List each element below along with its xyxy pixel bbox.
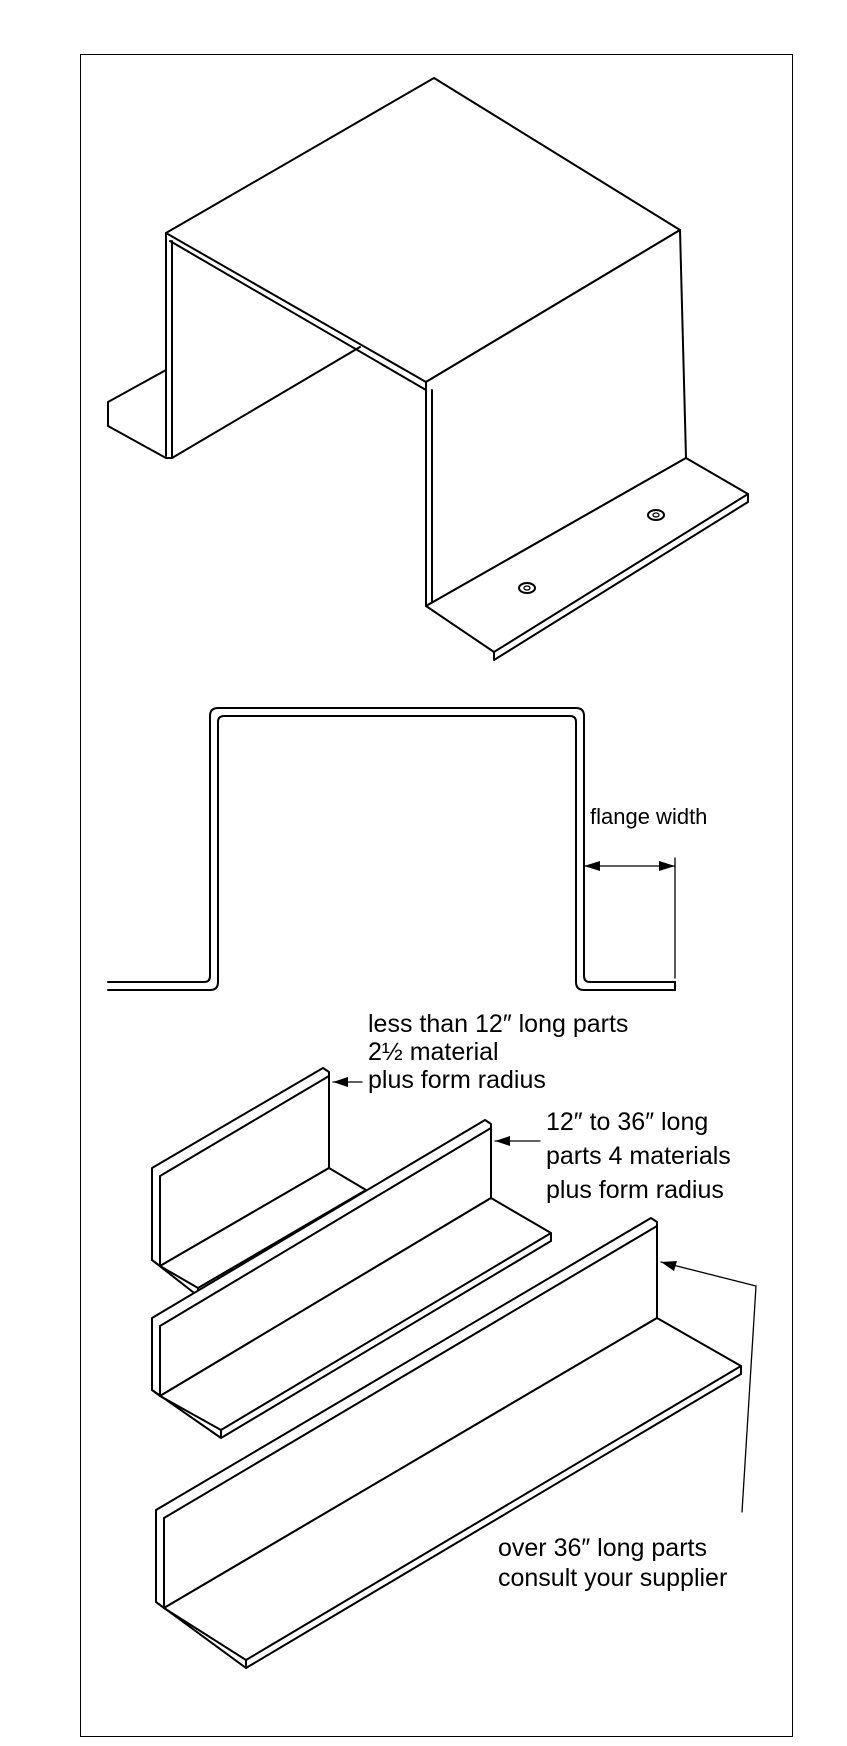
mid-parts-note-line3: plus form radius bbox=[546, 1176, 724, 1204]
isometric-hat-channel bbox=[107, 77, 749, 661]
long-angle-inner-corner bbox=[163, 1225, 658, 1609]
short-angle-arrow bbox=[333, 1077, 348, 1087]
dimension-arrow-right bbox=[659, 861, 675, 871]
hat-channel-section: flange width bbox=[107, 707, 707, 991]
short-parts-note-line2: 2½ material bbox=[368, 1038, 499, 1066]
hat-right-flange-edge bbox=[493, 493, 749, 661]
section-inner bbox=[107, 715, 676, 991]
long-parts-note-line1: over 36″ long parts bbox=[498, 1534, 707, 1562]
long-angle-leader bbox=[660, 1261, 757, 1513]
long-angle-flange-edge bbox=[155, 1365, 742, 1669]
flange-width-label: flange width bbox=[590, 804, 707, 829]
section-outer bbox=[107, 707, 676, 983]
figure-frame bbox=[80, 54, 793, 1737]
hat-left-wall bbox=[165, 232, 173, 459]
mounting-hole-1 bbox=[518, 582, 536, 594]
hat-left-flange bbox=[107, 346, 361, 459]
medium-angle-arrow bbox=[495, 1136, 510, 1146]
short-parts-note-line1: less than 12″ long parts bbox=[368, 1010, 628, 1038]
mounting-hole-2 bbox=[647, 509, 665, 521]
mounting-hole-2-inner bbox=[652, 512, 660, 518]
medium-angle-flange-edge bbox=[151, 1232, 552, 1439]
mid-parts-note-line2: parts 4 materials bbox=[546, 1142, 731, 1170]
angle-notes: less than 12″ long parts 2½ material plu… bbox=[368, 1010, 731, 1592]
medium-angle-inner-corner bbox=[159, 1127, 492, 1397]
long-angle-arrow bbox=[661, 1261, 677, 1271]
short-angle-inner-corner bbox=[159, 1075, 330, 1267]
long-parts-note-line2: consult your supplier bbox=[498, 1564, 727, 1592]
medium-angle bbox=[151, 1119, 552, 1439]
mid-parts-note-line1: 12″ to 36″ long bbox=[546, 1108, 708, 1136]
mounting-hole-1-inner bbox=[523, 585, 531, 591]
dimension-arrow-left bbox=[584, 861, 600, 871]
short-parts-note-line3: plus form radius bbox=[368, 1066, 546, 1094]
long-angle bbox=[155, 1217, 757, 1669]
